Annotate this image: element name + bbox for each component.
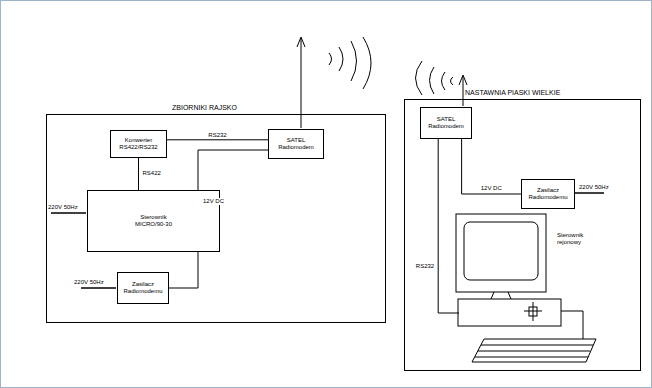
signal-line — [438, 139, 459, 313]
device-box: Zasilacz Radiomodemu — [521, 179, 575, 209]
radio-waves — [329, 37, 453, 95]
device-box: Konwerter RS422/RS232 — [110, 130, 167, 158]
box-label: Konwerter RS422/RS232 — [114, 137, 164, 151]
box-label: Zasilacz Radiomodemu — [120, 281, 166, 295]
box-label: SATEL Radiomodem — [276, 137, 316, 151]
power-wire — [574, 192, 604, 194]
power-label: 220V 50Hz — [578, 184, 610, 191]
box-label: Sterownik MICRO/90-30 — [130, 214, 178, 228]
device-box: Sterownik MICRO/90-30 — [87, 190, 220, 252]
signal-label: 12V DC — [202, 198, 225, 205]
device-box: Zasilacz Radiomodemu — [117, 272, 169, 304]
computer-illustration — [456, 214, 596, 362]
signal-line — [462, 139, 521, 194]
site-region: NASTAWNIA PIASKI WIELKIESATEL Radiomodem… — [404, 99, 641, 371]
box-label: Zasilacz Radiomodemu — [525, 187, 571, 201]
power-wire — [51, 212, 86, 214]
antenna — [463, 76, 464, 106]
signal-line — [167, 139, 268, 140]
region-heading: NASTAWNIA PIASKI WIELKIE — [465, 89, 560, 96]
antenna-arrowhead — [297, 37, 305, 47]
signal-line — [138, 158, 139, 190]
power-label: 220V 50Hz — [47, 204, 79, 211]
device-box: SATEL Radiomodem — [268, 129, 324, 159]
antenna-arrowhead — [459, 75, 467, 85]
box-label: SATEL Radiomodem — [426, 116, 466, 130]
signal-label: 12V DC — [480, 185, 503, 192]
site-region: ZBIORNIKI RAJSKOKonwerter RS422/RS232SAT… — [46, 114, 386, 323]
region-heading: ZBIORNIKI RAJSKO — [172, 104, 237, 111]
device-box: SATEL Radiomodem — [420, 107, 472, 139]
power-wire — [81, 287, 116, 289]
power-label: 220V 50Hz — [73, 279, 105, 286]
computer-node: Sterownik rejonowy — [457, 215, 597, 365]
computer-label: Sterownik rejonowy — [557, 232, 597, 246]
signal-label: RS422 — [142, 170, 162, 177]
signal-label: RS232 — [415, 263, 435, 270]
signal-label: RS232 — [207, 132, 227, 139]
